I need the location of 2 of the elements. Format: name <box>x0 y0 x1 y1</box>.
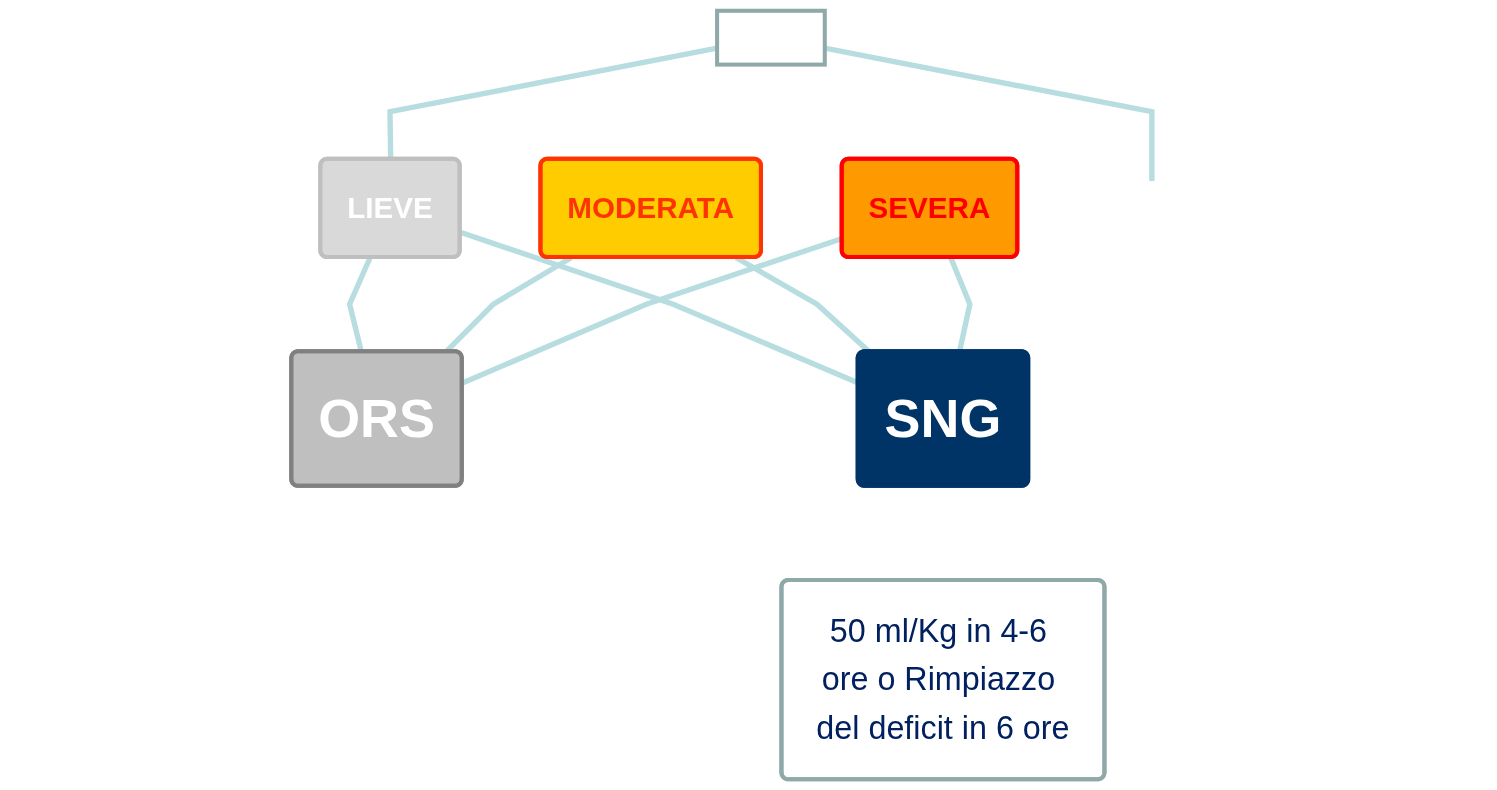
connector <box>387 45 718 160</box>
node-box <box>715 8 827 67</box>
